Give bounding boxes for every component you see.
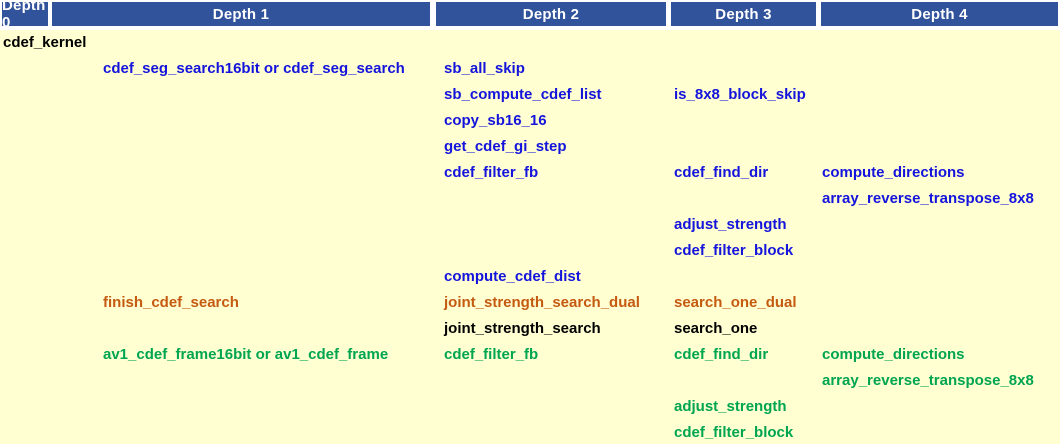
function-label: compute_cdef_dist (444, 268, 581, 285)
tree-row: av1_cdef_frame16bit or av1_cdef_frame cde… (0, 342, 1060, 368)
function-label: compute_directions (822, 164, 965, 181)
function-label: cdef_filter_fb (444, 346, 539, 363)
function-label: get_cdef_gi_step (444, 138, 567, 155)
header-cell-depth-1: Depth 1 (52, 2, 430, 26)
function-label: sb_compute_cdef_list (444, 86, 602, 103)
function-label: array_reverse_transpose_8x8 (822, 372, 1034, 389)
function-label: joint_strength_search_dual (444, 294, 640, 311)
tree-row: array_reverse_transpose_8x8 (0, 368, 1060, 394)
function-label: copy_sb16_16 (444, 112, 547, 129)
function-label: finish_cdef_search (103, 294, 239, 311)
function-label: av1_cdef_frame16bit or av1_cdef_frame (103, 346, 389, 363)
function-label: cdef_filter_block (674, 242, 794, 259)
tree-row: compute_cdef_dist (0, 264, 1060, 290)
function-label: compute_directions (822, 346, 965, 363)
tree-row: sb_compute_cdef_list is_8x8_block_skip (0, 82, 1060, 108)
function-label: is_8x8_block_skip (674, 86, 806, 103)
tree-row: cdef_filter_block (0, 420, 1060, 444)
tree-row: array_reverse_transpose_8x8 (0, 186, 1060, 212)
function-label: adjust_strength (674, 216, 787, 233)
function-label: cdef_find_dir (674, 346, 769, 363)
tree-row: cdef_seg_search16bit or cdef_seg_search s… (0, 56, 1060, 82)
function-label: search_one (674, 320, 758, 337)
function-label: search_one_dual (674, 294, 797, 311)
function-label: cdef_kernel (3, 34, 87, 51)
tree-row: joint_strength_search search_one (0, 316, 1060, 342)
tree-row: finish_cdef_search joint_strength_search_… (0, 290, 1060, 316)
function-label: cdef_find_dir (674, 164, 769, 181)
tree-row: get_cdef_gi_step (0, 134, 1060, 160)
function-label: joint_strength_search (444, 320, 601, 337)
function-label: cdef_seg_search16bit or cdef_seg_search (103, 60, 405, 77)
tree-row: cdef_filter_fb cdef_find_dir compute_direc… (0, 160, 1060, 186)
function-label: array_reverse_transpose_8x8 (822, 190, 1034, 207)
call-tree-body: cdef_kernel cdef_seg_search16bit or cdef_… (0, 30, 1060, 444)
function-label: sb_all_skip (444, 60, 525, 77)
table-header-row: Depth 0 Depth 1 Depth 2 Depth 3 Depth 4 (0, 0, 1060, 31)
header-cell-depth-3: Depth 3 (671, 2, 816, 26)
tree-row: adjust_strength (0, 394, 1060, 420)
header-cell-depth-2: Depth 2 (436, 2, 666, 26)
header-cell-depth-0: Depth 0 (2, 0, 48, 31)
header-cell-depth-4: Depth 4 (821, 2, 1058, 26)
tree-row: cdef_kernel (0, 30, 1060, 56)
tree-row: adjust_strength (0, 212, 1060, 238)
function-label: cdef_filter_fb (444, 164, 539, 181)
tree-row: copy_sb16_16 (0, 108, 1060, 134)
function-label: cdef_filter_block (674, 424, 794, 441)
function-label: adjust_strength (674, 398, 787, 415)
tree-row: cdef_filter_block (0, 238, 1060, 264)
